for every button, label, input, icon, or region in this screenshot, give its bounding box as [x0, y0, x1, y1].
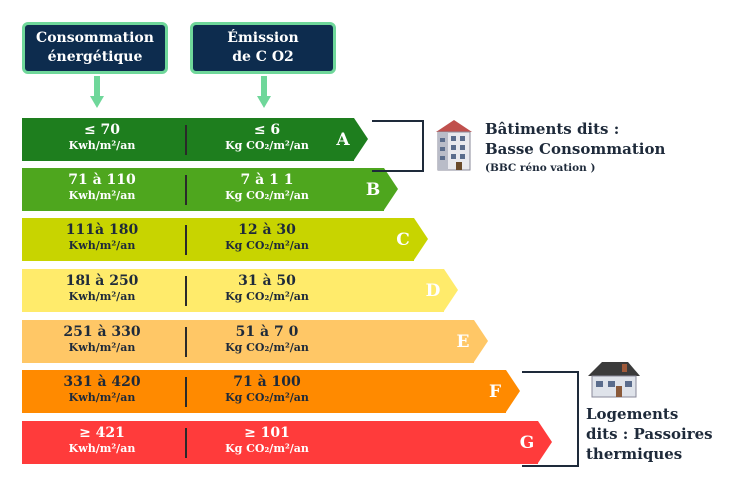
emission-unit: Kg CO₂/m²/an: [225, 189, 309, 202]
energy-class-bar-tip: [444, 269, 458, 311]
consumption-down-arrow-icon: [90, 76, 104, 110]
consumption-unit: Kwh/m²/an: [68, 391, 136, 404]
column-separator: [185, 377, 187, 407]
energy-class-bar: [22, 421, 538, 464]
column-separator: [185, 428, 187, 458]
passoire-label-line2: dits : Passoires: [586, 425, 713, 443]
emission-range: 71 à 100: [233, 374, 301, 390]
emission-range: 7 à 1 1: [240, 172, 294, 188]
apartment-building-icon: [436, 120, 472, 171]
consumption-range: 18l à 250: [65, 273, 139, 289]
consumption-range: 251 à 330: [63, 324, 141, 340]
consumption-unit: Kwh/m²/an: [68, 341, 136, 354]
energy-class-bar-tip: [506, 370, 520, 412]
energy-class-bar: [22, 118, 354, 161]
energy-class-bar: [22, 269, 444, 312]
consumption-header: Consommation énergétique: [22, 22, 168, 74]
column-separator: [185, 327, 187, 357]
column-separator: [185, 125, 187, 155]
emission-down-arrow-icon: [257, 76, 271, 110]
energy-class-letter: G: [519, 433, 535, 453]
energy-class-bar: [22, 218, 414, 261]
energy-class-bar-tip: [538, 421, 552, 463]
emission-range: 12 à 30: [238, 222, 296, 238]
consumption-unit: Kwh/m²/an: [68, 290, 136, 303]
bbc-label-line2: Basse Consommation: [485, 140, 666, 158]
consumption-range: 331 à 420: [63, 374, 141, 390]
emission-unit: Kg CO₂/m²/an: [225, 290, 309, 303]
consumption-unit: Kwh/m²/an: [68, 189, 136, 202]
energy-class-letter: D: [425, 281, 441, 301]
emission-unit: Kg CO₂/m²/an: [225, 341, 309, 354]
energy-class-bar: [22, 168, 384, 211]
emission-range: ≤ 6: [253, 122, 281, 138]
energy-class-bar: [22, 320, 474, 363]
consumption-unit: Kwh/m²/an: [68, 442, 136, 455]
consumption-unit: Kwh/m²/an: [68, 139, 136, 152]
consumption-header-line2: énergétique: [47, 49, 143, 65]
energy-class-bar-tip: [384, 168, 398, 210]
energy-class-letter: C: [396, 230, 410, 250]
column-separator: [185, 225, 187, 255]
passoire-label-line3: thermiques: [586, 445, 683, 463]
consumption-range: 111à 180: [65, 222, 139, 238]
emission-unit: Kg CO₂/m²/an: [225, 239, 309, 252]
emission-range: 51 à 7 0: [235, 324, 299, 340]
bbc-bracket: [372, 120, 424, 172]
passoire-label: Logements dits : Passoires thermiques: [586, 404, 713, 464]
emission-header: Émission de C O2: [190, 22, 336, 74]
emission-header-line1: Émission: [227, 30, 299, 46]
energy-class-bar-tip: [474, 320, 488, 362]
consumption-range: ≥ 421: [79, 425, 125, 441]
emission-range: ≥ 101: [244, 425, 290, 441]
bbc-label: Bâtiments dits : Basse Consommation (BBC…: [485, 119, 665, 177]
passoire-label-line1: Logements: [586, 405, 679, 423]
emission-range: 31 à 50: [238, 273, 296, 289]
passoire-bracket: [522, 371, 579, 467]
emission-header-line2: de C O2: [232, 49, 294, 65]
consumption-range: ≤ 70: [83, 122, 121, 138]
consumption-header-line1: Consommation: [36, 30, 154, 46]
column-separator: [185, 175, 187, 205]
energy-class-letter: F: [488, 382, 502, 402]
column-separator: [185, 276, 187, 306]
bbc-label-line1: Bâtiments dits :: [485, 120, 620, 138]
consumption-unit: Kwh/m²/an: [68, 239, 136, 252]
emission-unit: Kg CO₂/m²/an: [225, 391, 309, 404]
energy-class-bar: [22, 370, 506, 413]
energy-class-bar-tip: [354, 118, 368, 160]
emission-unit: Kg CO₂/m²/an: [225, 139, 309, 152]
energy-class-letter: A: [336, 130, 350, 150]
bbc-label-note: (BBC réno vation ): [485, 162, 596, 174]
energy-class-letter: B: [365, 180, 381, 200]
energy-class-bar-tip: [414, 218, 428, 260]
house-icon: [588, 362, 640, 398]
energy-class-letter: E: [456, 332, 470, 352]
consumption-range: 71 à 110: [68, 172, 136, 188]
emission-unit: Kg CO₂/m²/an: [225, 442, 309, 455]
